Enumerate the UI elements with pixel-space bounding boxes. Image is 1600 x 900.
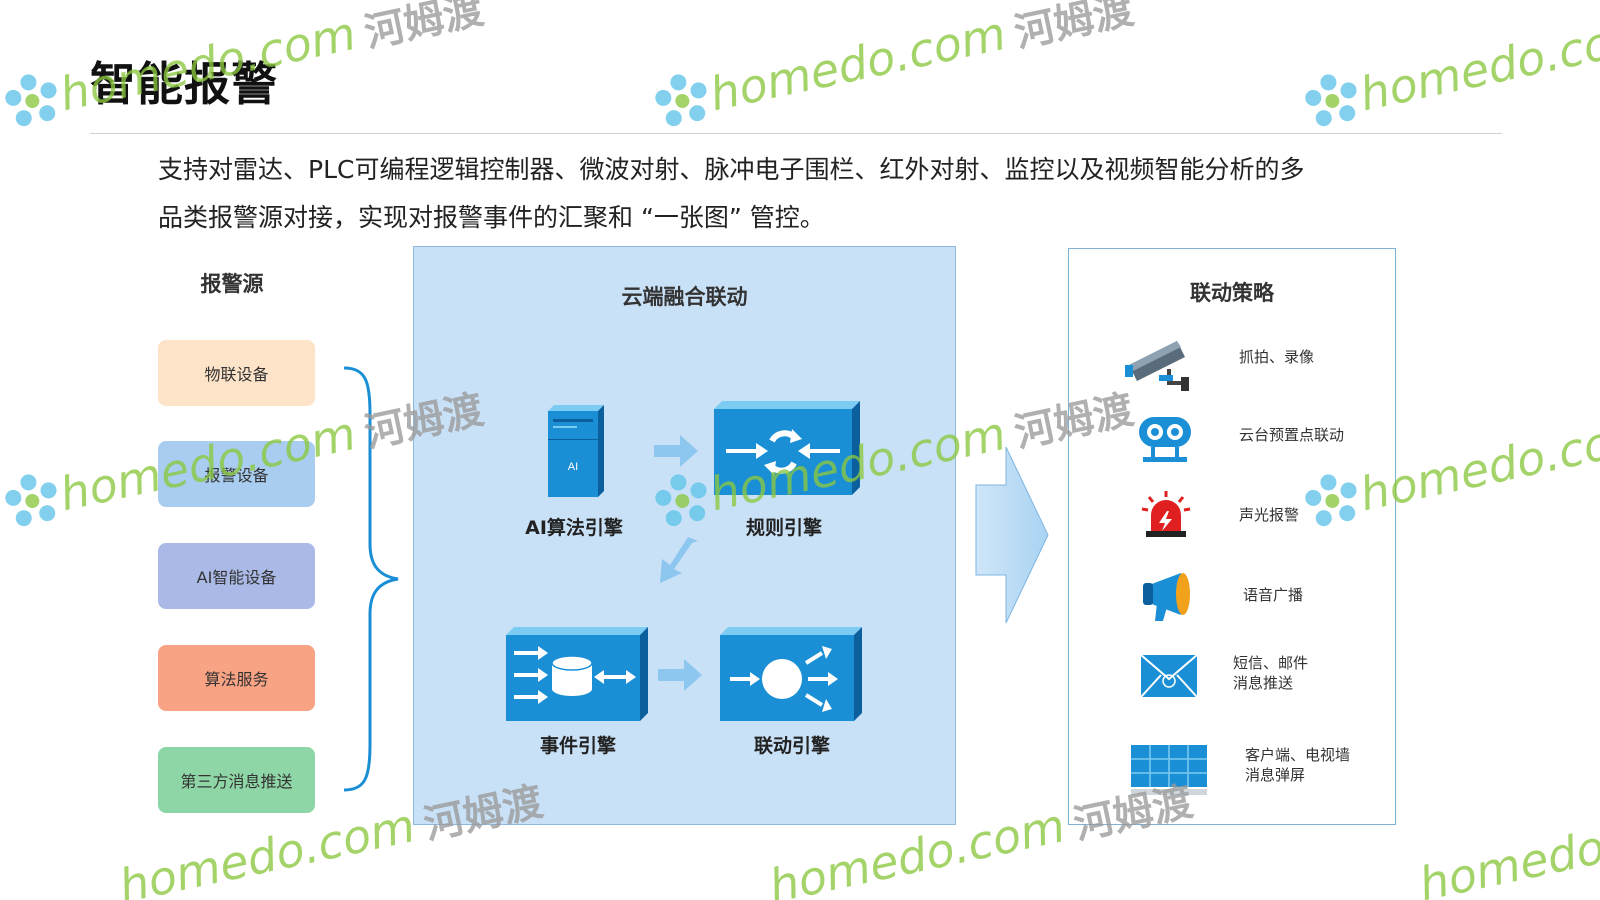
event-engine-label: 事件引擎 [539, 735, 616, 757]
watermark-text: homedo.com [1414, 796, 1600, 900]
intro-line-2: 品类报警源对接，实现对报警事件的汇聚和 “一张图” 管控。 [158, 203, 825, 232]
source-label: 第三方消息推送 [180, 772, 293, 791]
title-divider [90, 133, 1502, 134]
source-alarm-device: 报警设备 [158, 441, 315, 507]
intro-text: 支持对雷达、PLC可编程逻辑控制器、微波对射、脉冲电子围栏、红外对射、监控以及视… [158, 146, 1408, 242]
strategy-label-line: 短信、邮件 [1233, 654, 1309, 672]
linkage-engine-label: 联动引擎 [753, 735, 830, 757]
strategy-label-capture: 抓拍、录像 [1239, 348, 1315, 366]
cloud-fusion-panel: 云端融合联动 AI AI算法引擎 规则引擎 [413, 246, 956, 825]
ai-badge-text: AI [568, 461, 578, 473]
strategy-label-broadcast: 语音广播 [1243, 586, 1304, 604]
rules-engine-label: 规则引擎 [745, 517, 822, 539]
source-label: 报警设备 [204, 466, 269, 485]
siren-icon [1141, 491, 1191, 537]
watermark-cn: 河姆渡 [360, 0, 488, 57]
source-label: AI智能设备 [196, 568, 277, 587]
event-engine-icon [506, 627, 648, 721]
ai-engine-label: AI算法引擎 [525, 517, 623, 539]
video-wall-icon [1131, 745, 1207, 795]
linkage-engine-icon [720, 627, 862, 721]
sources-heading: 报警源 [200, 272, 264, 296]
flow-arrow-event-to-linkage [658, 659, 702, 691]
watermark: homedo.com [1414, 796, 1600, 900]
mail-icon [1140, 654, 1198, 698]
source-third-party-push: 第三方消息推送 [158, 747, 315, 813]
source-algorithm-service: 算法服务 [158, 645, 315, 711]
grouping-brace-icon [343, 366, 399, 792]
strategy-label-ptz: 云台预置点联动 [1239, 426, 1345, 444]
big-arrow-to-strategy-icon [975, 446, 1049, 624]
cloud-heading: 云端融合联动 [621, 285, 748, 309]
strategy-label-siren: 声光报警 [1239, 506, 1300, 524]
linkage-strategy-panel: 联动策略 抓拍、录像 云台预置点联动 声光报警 语音广播 [1068, 248, 1396, 825]
watermark-text: homedo.com [705, 6, 1011, 122]
watermark-text: homedo.com [114, 798, 420, 900]
strategy-label-line: 客户端、电视墙 [1245, 746, 1351, 764]
source-iot-device: 物联设备 [158, 340, 315, 406]
watermark-text: homedo.com [1355, 6, 1600, 122]
strategy-label-video-wall: 客户端、电视墙 消息弹屏 [1245, 745, 1350, 785]
strategy-heading: 联动策略 [1190, 281, 1274, 305]
strategy-label-sms-email: 短信、邮件 消息推送 [1233, 653, 1308, 693]
page-title: 智能报警 [90, 57, 278, 111]
source-label: 物联设备 [204, 365, 269, 384]
watermark-flower-icon [1305, 74, 1357, 127]
strategy-label-line: 消息推送 [1233, 674, 1294, 692]
flow-arrow-ai-to-rules [654, 435, 698, 467]
ai-server-icon: AI [548, 405, 604, 497]
intro-line-1: 支持对雷达、PLC可编程逻辑控制器、微波对射、脉冲电子围栏、红外对射、监控以及视… [158, 155, 1305, 184]
watermark-flower-icon [655, 74, 707, 127]
watermark-cn: 河姆渡 [1010, 0, 1138, 57]
flow-arrow-rules-to-event [660, 537, 698, 583]
strategy-label-line: 消息弹屏 [1245, 766, 1306, 784]
rules-engine-icon [714, 401, 860, 495]
watermark: homedo.com [1298, 4, 1600, 135]
watermark-flower-icon [5, 74, 57, 127]
source-ai-device: AI智能设备 [158, 543, 315, 609]
megaphone-icon [1143, 573, 1190, 621]
cctv-camera-icon [1125, 341, 1189, 391]
source-label: 算法服务 [204, 670, 269, 689]
ptz-robot-icon [1139, 417, 1191, 462]
watermark-flower-icon [5, 474, 57, 527]
